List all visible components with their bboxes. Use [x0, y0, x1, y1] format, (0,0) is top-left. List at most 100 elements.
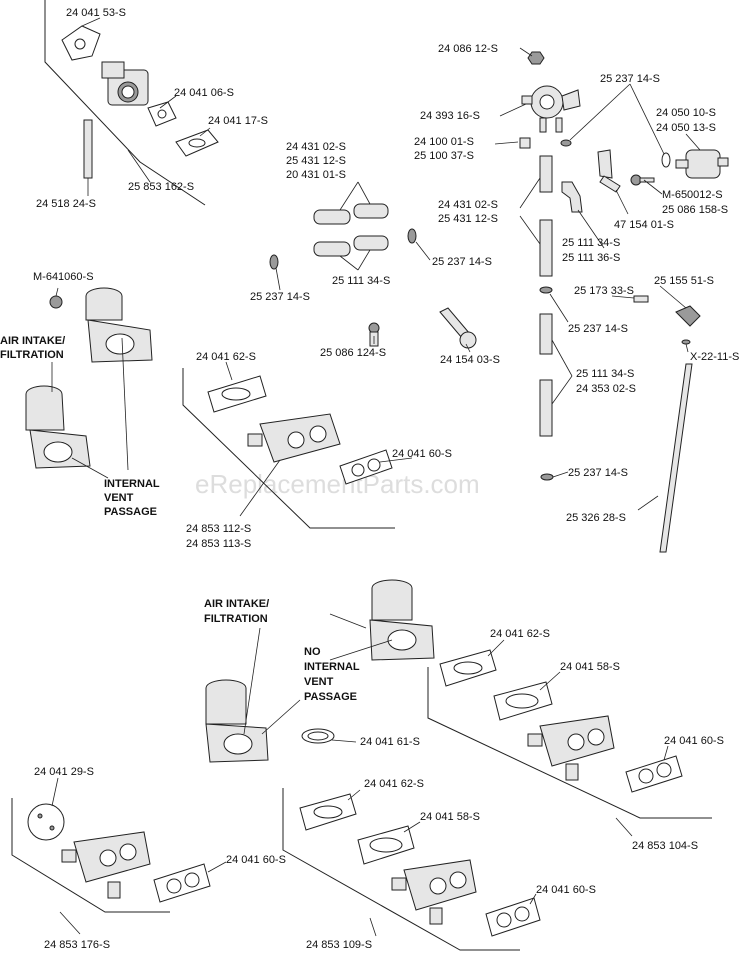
ball-icon: [49, 295, 63, 309]
note-internal-vent-line3: PASSAGE: [104, 506, 157, 518]
label-25-111-34-a: 25 111 34-S: [562, 237, 620, 249]
gasket-top-icon: [61, 25, 101, 61]
part-labels: 24 041 53-S 24 041 06-S 24 041 17-S 24 5…: [33, 7, 739, 951]
note-no-vent-line2: INTERNAL: [304, 661, 360, 673]
label-24-041-60-a: 24 041 60-S: [392, 448, 452, 460]
note-no-vent-line3: VENT: [304, 676, 334, 688]
elbow-hose-icon: [561, 181, 583, 213]
label-24-050-13: 24 050 13-S: [656, 122, 716, 134]
nut-icon: [527, 51, 545, 65]
square-part-icon: [519, 137, 531, 149]
gasket-small-icon: [147, 101, 177, 127]
carburetor-bottom-mid-icon: [391, 859, 477, 925]
label-24-041-06: 24 041 06-S: [174, 87, 234, 99]
label-24-518-24: 24 518 24-S: [36, 198, 96, 210]
note-air-intake-1-line1: AIR INTAKE/: [0, 335, 65, 347]
label-24-100-01: 24 100 01-S: [414, 136, 474, 148]
label-24-353-02: 24 353 02-S: [576, 383, 636, 395]
fuel-pump-icon: [521, 85, 581, 133]
label-24-041-61: 24 041 61-S: [360, 736, 420, 748]
label-24-853-104: 24 853 104-S: [632, 840, 698, 852]
intake-housing-upper-right-icon: [369, 579, 435, 661]
notes: AIR INTAKE/ FILTRATION INTERNAL VENT PAS…: [0, 335, 360, 703]
label-25-237-14-b: 25 237 14-S: [432, 256, 492, 268]
note-air-intake-2-line1: AIR INTAKE/: [204, 598, 269, 610]
label-25-111-34-b: 25 111 34-S: [332, 275, 390, 287]
gasket-bottom-mid-58-icon: [357, 825, 415, 865]
valve-icon: [675, 305, 701, 345]
note-internal-vent-line2: VENT: [104, 492, 134, 504]
label-20-431-01: 20 431 01-S: [286, 169, 346, 181]
intake-housing-lower-left-icon: [205, 679, 269, 763]
label-24-086-12: 24 086 12-S: [438, 43, 498, 55]
long-rod-icon: [659, 363, 693, 553]
label-25-237-14-d: 25 237 14-S: [568, 323, 628, 335]
label-25-237-14-c: 25 237 14-S: [250, 291, 310, 303]
gasket-right-58-icon: [493, 681, 553, 721]
watermark: eReplacementParts.com: [195, 469, 480, 499]
label-47-154-01: 47 154 01-S: [614, 219, 674, 231]
label-25-326-28: 25 326 28-S: [566, 512, 626, 524]
label-24-041-60-d: 24 041 60-S: [536, 884, 596, 896]
screw-icon: [630, 174, 655, 186]
gasket-bottom-mid-60-icon: [485, 897, 541, 937]
frame-bottom-left: [11, 798, 170, 913]
gasket-right-60-icon: [625, 755, 683, 793]
carburetor-small-icon: [101, 61, 149, 106]
frame-bottom-mid: [282, 788, 520, 951]
lever-icon: [439, 307, 477, 349]
label-24-041-62-a: 24 041 62-S: [196, 351, 256, 363]
label-M-650012: M-650012-S: [662, 189, 723, 201]
label-24-041-62-c: 24 041 62-S: [364, 778, 424, 790]
label-24-393-16: 24 393 16-S: [420, 110, 480, 122]
label-25-111-34-c: 25 111 34-S: [576, 368, 634, 380]
label-24-041-60-c: 24 041 60-S: [226, 854, 286, 866]
note-air-intake-1-line2: FILTRATION: [0, 349, 64, 361]
label-24-050-10: 24 050 10-S: [656, 107, 716, 119]
label-24-154-03: 24 154 03-S: [440, 354, 500, 366]
note-no-vent-line4: PASSAGE: [304, 691, 357, 703]
label-25-431-12-a: 25 431 12-S: [286, 155, 346, 167]
label-24-853-113: 24 853 113-S: [186, 538, 251, 550]
label-24-041-58-a: 24 041 58-S: [560, 661, 620, 673]
leader-lines: [51, 17, 701, 937]
gasket-bottom-mid-62-icon: [299, 793, 357, 831]
carburetor-mid-icon: [247, 413, 341, 463]
label-24-041-62-b: 24 041 62-S: [490, 628, 550, 640]
label-24-041-53: 24 041 53-S: [66, 7, 126, 19]
intake-housing-lower-icon: [25, 385, 91, 469]
label-M-641060: M-641060-S: [33, 271, 94, 283]
frame-mid: [182, 368, 395, 529]
frame-right: [427, 667, 712, 819]
label-25-111-36: 25 111 36-S: [562, 252, 620, 264]
label-X-22-11: X-22-11-S: [690, 351, 739, 363]
vertical-hoses-icon: [539, 155, 553, 437]
round-gasket-icon: [27, 803, 65, 841]
carburetor-right-icon: [527, 715, 615, 781]
gasket-oval-icon: [175, 129, 219, 157]
hose-pieces-icon: [313, 203, 389, 257]
gasket-mid-icon: [207, 375, 267, 413]
frame-top-left: [44, 0, 206, 206]
label-24-041-29: 24 041 29-S: [34, 766, 94, 778]
note-no-vent-line1: NO: [304, 646, 321, 658]
label-24-041-17: 24 041 17-S: [208, 115, 268, 127]
fuel-filter-icon: [675, 149, 729, 179]
label-25-173-33: 25 173 33-S: [574, 285, 634, 297]
label-25-086-124: 25 086 124-S: [320, 347, 386, 359]
label-25-237-14-e: 25 237 14-S: [568, 467, 628, 479]
rod-icon: [83, 119, 93, 179]
label-24-853-112: 24 853 112-S: [186, 523, 251, 535]
frame-lines: [11, 0, 712, 951]
gasket-right-62-icon: [439, 649, 497, 687]
pin-icon: [633, 295, 649, 303]
label-24-431-02-b: 24 431 02-S: [438, 199, 498, 211]
gasket-mid-right-icon: [339, 449, 393, 485]
label-24-853-176: 24 853 176-S: [44, 939, 110, 951]
label-24-853-109: 24 853 109-S: [306, 939, 372, 951]
label-24-041-60-b: 24 041 60-S: [664, 735, 724, 747]
note-air-intake-2-line2: FILTRATION: [204, 613, 268, 625]
bracket-icon: [597, 149, 621, 193]
